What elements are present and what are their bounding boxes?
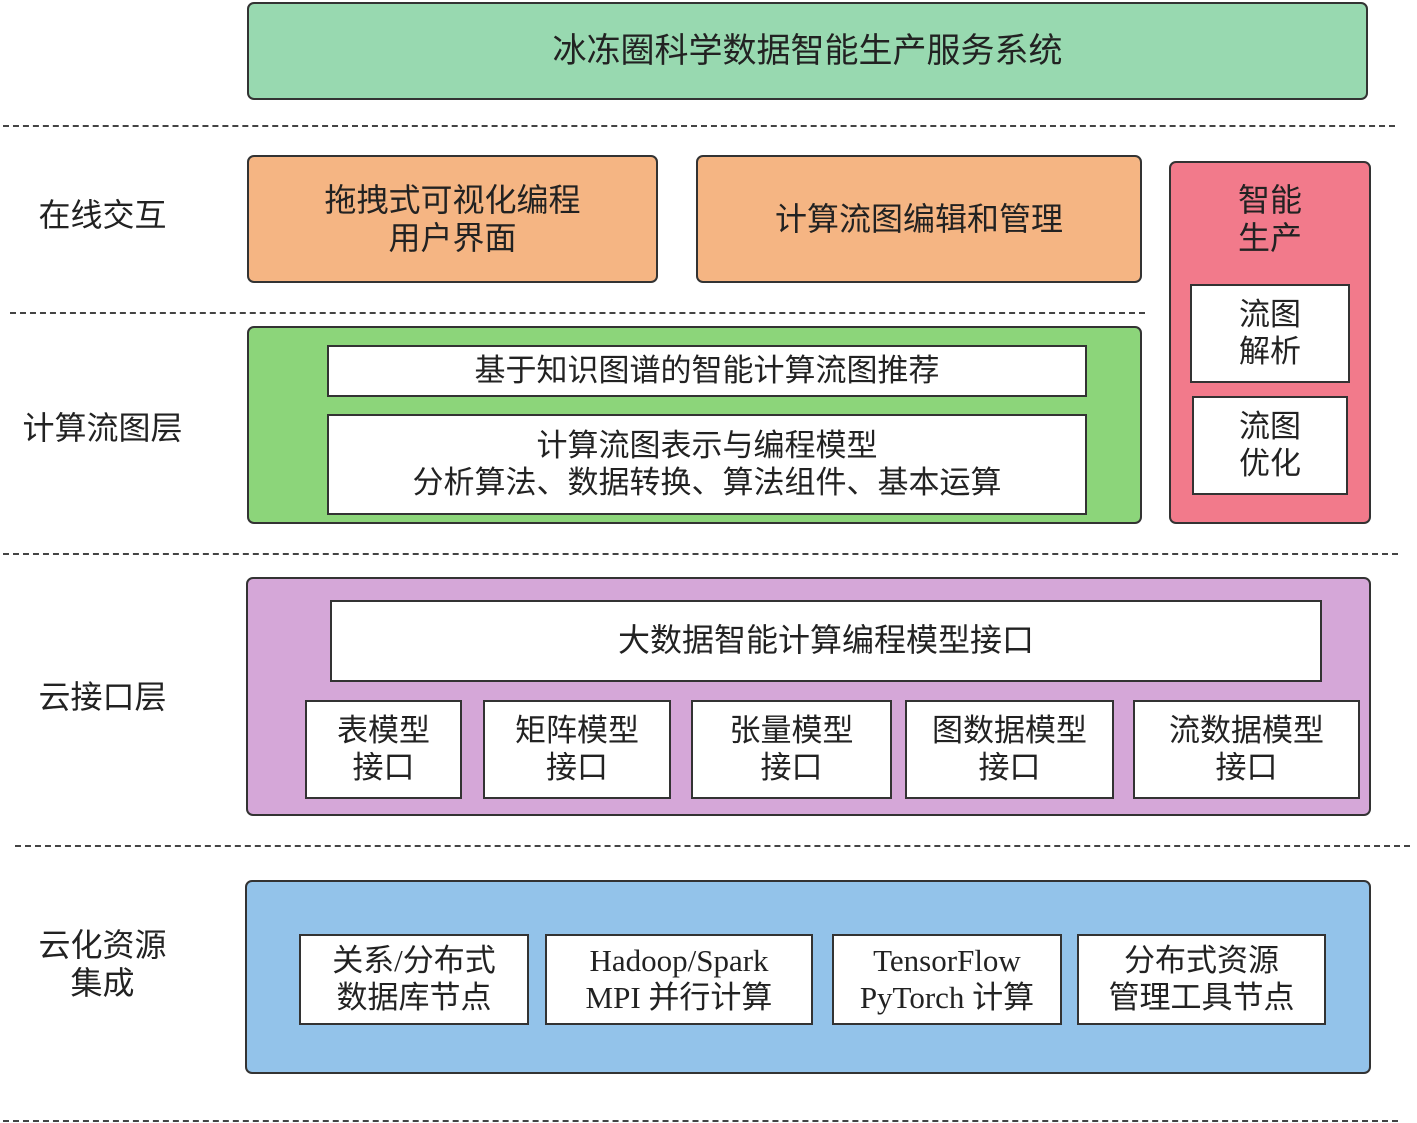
matrix-model-api-box: 矩阵模型 接口 [483, 700, 671, 799]
table-model-api-box: 表模型 接口 [305, 700, 462, 799]
system-title: 冰冻圈科学数据智能生产服务系统 [552, 30, 1063, 71]
smart-production-title: 智能 生产 [1237, 180, 1302, 257]
resource-manager-box: 分布式资源 管理工具节点 [1077, 934, 1326, 1025]
stream-model-api-box: 流数据模型 接口 [1133, 700, 1360, 799]
layer-label-flow: 计算流图层 [22, 408, 183, 447]
tensor-model-api-box: 张量模型 接口 [691, 700, 892, 799]
flow-optimize-box: 流图 优化 [1192, 396, 1348, 495]
tensorflow-pytorch-box: TensorFlow PyTorch 计算 [832, 934, 1062, 1025]
separator-line [15, 845, 1410, 847]
separator-line [3, 1120, 1398, 1122]
layer-label-cloud-api: 云接口层 [38, 677, 167, 716]
layer-label-online: 在线交互 [38, 195, 167, 234]
separator-line [3, 553, 1398, 555]
system-title-box: 冰冻圈科学数据智能生产服务系统 [247, 2, 1368, 100]
database-node-box: 关系/分布式 数据库节点 [299, 934, 529, 1025]
layer-label-resource: 云化资源 集成 [38, 925, 167, 1002]
separator-line [3, 125, 1395, 127]
drag-ui-box: 拖拽式可视化编程 用户界面 [247, 155, 658, 283]
bigdata-api-box: 大数据智能计算编程模型接口 [330, 600, 1322, 682]
flow-edit-box: 计算流图编辑和管理 [696, 155, 1142, 283]
flow-model-box: 计算流图表示与编程模型 分析算法、数据转换、算法组件、基本运算 [327, 414, 1087, 515]
graph-model-api-box: 图数据模型 接口 [905, 700, 1114, 799]
flow-recommend-box: 基于知识图谱的智能计算流图推荐 [327, 345, 1087, 397]
flow-parse-box: 流图 解析 [1190, 284, 1350, 383]
hadoop-spark-box: Hadoop/Spark MPI 并行计算 [545, 934, 813, 1025]
separator-line [10, 312, 1145, 314]
